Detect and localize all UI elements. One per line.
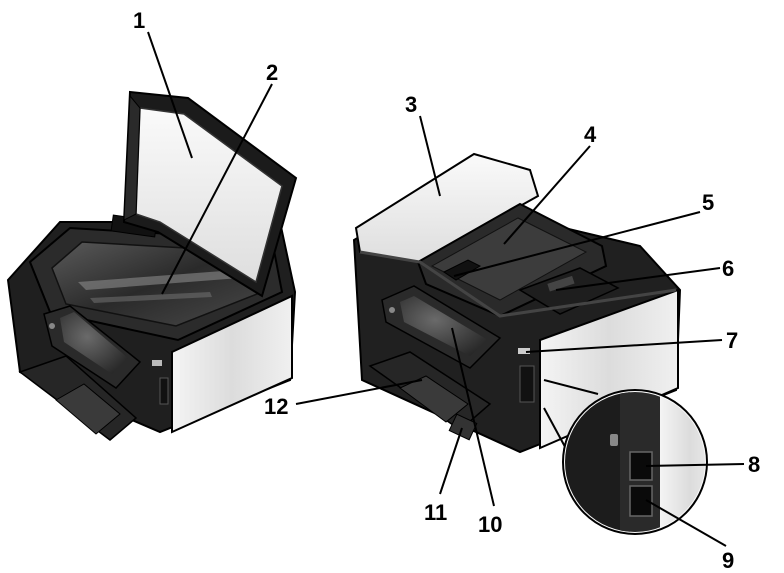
callout-4: 4 xyxy=(584,122,597,147)
callout-2: 2 xyxy=(266,60,278,85)
right-side-port xyxy=(519,365,535,403)
memory-card-slot-bottom xyxy=(629,485,653,517)
left-printer-side-panel xyxy=(171,294,293,434)
leader-6 xyxy=(555,267,721,291)
leader-4 xyxy=(503,145,591,245)
adf-tray-inner xyxy=(430,217,588,301)
callout-6: 6 xyxy=(722,256,734,281)
leader-12 xyxy=(295,379,423,405)
leader-7 xyxy=(525,339,723,353)
scanner-lid-strip xyxy=(123,94,141,221)
callout-3: 3 xyxy=(405,92,417,117)
leader-1 xyxy=(147,31,193,159)
right-printer-illustration xyxy=(352,152,682,454)
left-side-port xyxy=(159,377,169,405)
callout-5: 5 xyxy=(702,190,714,215)
leader-8 xyxy=(645,463,745,467)
adf-output-stop xyxy=(547,275,575,292)
right-printer-side-panel xyxy=(539,288,679,450)
leader-5 xyxy=(453,211,701,277)
right-printer-top-rim xyxy=(359,250,677,318)
scanner-glass-reflection-2 xyxy=(90,292,212,303)
callout-8: 8 xyxy=(748,452,760,477)
callout-1: 1 xyxy=(133,8,145,33)
callout-labels: 1 2 3 4 5 6 7 8 9 10 11 12 xyxy=(133,8,760,573)
inset-indicator xyxy=(610,434,618,446)
right-touch-screen xyxy=(400,296,488,356)
callout-11: 11 xyxy=(424,500,447,525)
leader-lines xyxy=(147,31,745,547)
adf-output-tray xyxy=(518,267,620,315)
adf-paper-guide xyxy=(443,259,482,281)
callout-9: 9 xyxy=(722,548,734,573)
left-side-light xyxy=(152,360,162,366)
right-home-button xyxy=(389,307,395,313)
left-home-button xyxy=(49,323,55,329)
leader-2 xyxy=(161,83,273,295)
callout-7: 7 xyxy=(726,328,738,353)
callout-12: 12 xyxy=(264,394,288,419)
leader-9 xyxy=(645,499,727,547)
inset-connector-top xyxy=(543,379,599,395)
callout-10: 10 xyxy=(478,512,502,537)
leader-11 xyxy=(439,427,463,495)
scanner-glass-reflection xyxy=(78,270,240,290)
left-paper-tray xyxy=(55,383,121,435)
left-touch-screen xyxy=(60,312,128,374)
leader-10 xyxy=(451,327,495,507)
right-side-light xyxy=(518,348,530,354)
left-printer-illustration xyxy=(6,90,298,441)
leader-3 xyxy=(419,115,441,197)
